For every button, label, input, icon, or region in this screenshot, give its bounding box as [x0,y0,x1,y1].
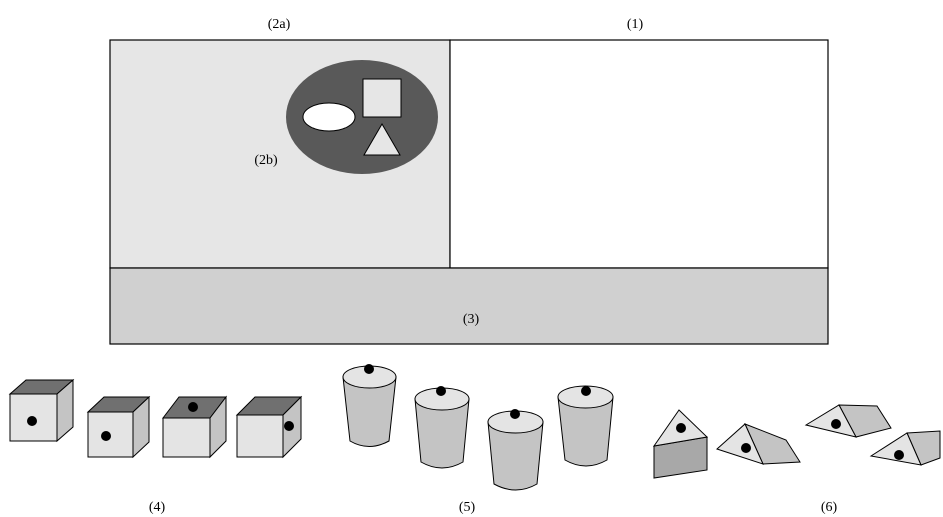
main-frame [109,39,829,345]
dot-marker [894,450,904,460]
cylinder-icon [487,409,544,491]
region-3-bar [109,267,829,345]
label-1: (1) [627,17,644,32]
label-4: (4) [149,500,166,515]
dot-marker [436,386,446,396]
label-3: (3) [463,312,480,327]
wedge-icon [716,423,801,465]
cylinder-icon [342,364,397,447]
region-2b-group [286,60,438,174]
cube-icon [161,395,228,459]
wedge-icon [804,404,892,438]
group-6-wedges [652,404,941,479]
label-2b: (2b) [254,153,278,168]
white-square-icon [362,78,402,118]
white-oval-icon [302,102,356,132]
dot-marker [188,402,198,412]
group-5-cylinders [342,364,614,491]
dot-marker [27,416,37,426]
cube-icon [8,378,75,443]
dot-marker [676,423,686,433]
dot-marker [831,419,841,429]
group-4-cubes [8,378,303,459]
wedge-icon [652,409,709,479]
label-6: (6) [821,500,838,515]
dot-marker [741,443,751,453]
label-2a: (2a) [268,17,291,32]
dot-marker [284,421,294,431]
dot-marker [364,364,374,374]
dot-marker [581,386,591,396]
dot-marker [510,409,520,419]
wedge-icon [869,430,941,466]
region-1-panel [449,39,829,269]
cube-icon [235,395,303,459]
white-triangle-icon [363,123,401,156]
dot-marker [101,431,111,441]
cylinder-icon [414,386,470,469]
label-5: (5) [459,500,476,515]
cube-icon [86,395,151,459]
cylinder-icon [557,385,614,467]
